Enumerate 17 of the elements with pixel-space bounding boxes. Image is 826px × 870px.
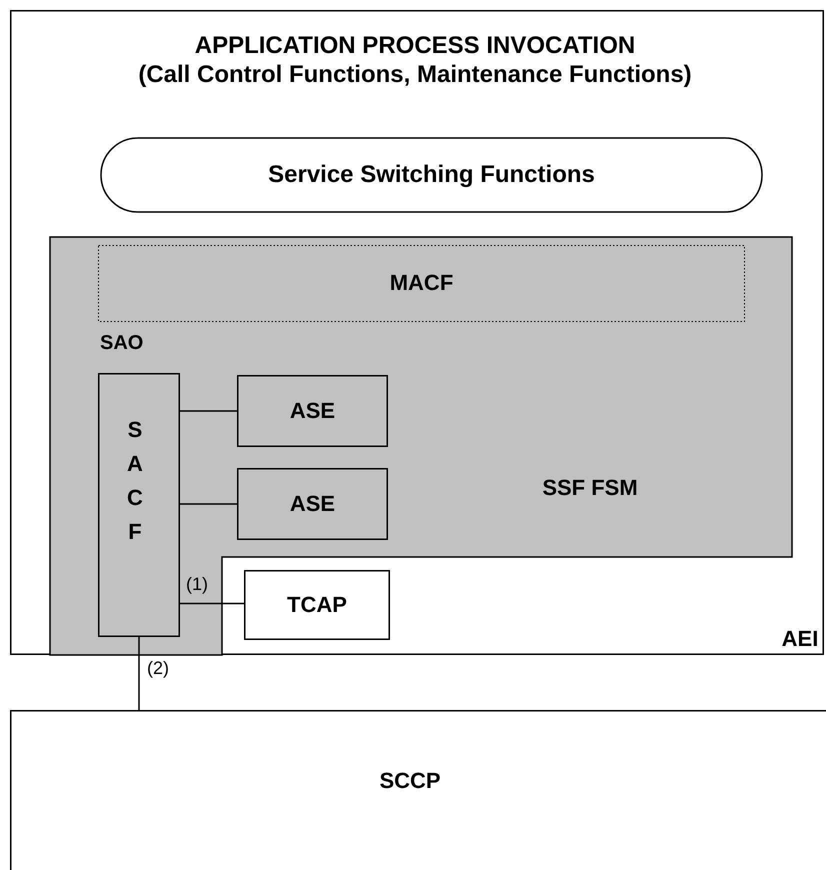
connector-line [180,602,244,604]
edge-label: (1) [186,574,208,594]
connector-line [138,637,140,710]
container-heading: APPLICATION PROCESS INVOCATION (Call Control Functions, Maintenance Functions) [137,32,693,90]
block-label: MACF [388,270,454,297]
container-label: AEI [780,626,820,652]
vertical-label: S A C F [126,416,144,546]
element-label: ASE [288,490,336,518]
box-heading: SAO [100,331,144,355]
element-label: ASE [288,398,336,424]
edge-label: (2) [147,658,169,678]
connector-line [180,410,237,412]
protocol-label: TCAP [286,592,348,618]
function-label: Service Switching Functions [267,160,596,190]
protocol-label: SCCP [378,768,442,794]
region-label: SSF FSM [541,475,639,502]
connector-line [180,503,237,505]
